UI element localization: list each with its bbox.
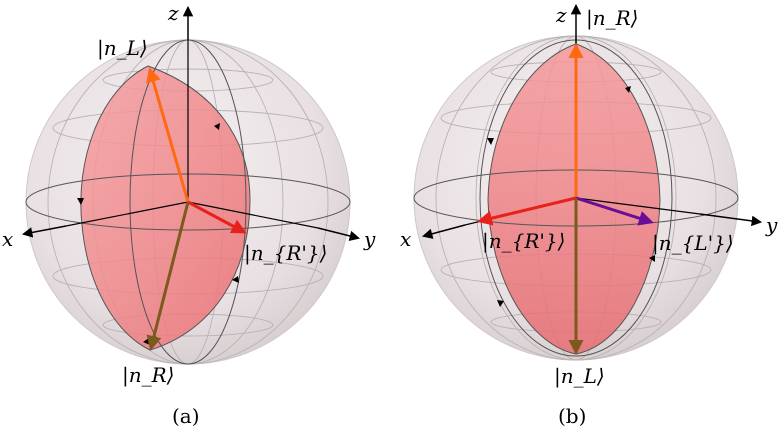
- label-x-a: x: [2, 227, 13, 251]
- panel-a: z x y |n_L⟩ |n_{R'}⟩ |n_R⟩ (a): [2, 1, 376, 428]
- label-z-a: z: [167, 1, 179, 25]
- ket-text: |n_{R'}⟩: [482, 229, 565, 254]
- panel-b: z x y |n_R⟩ |n_{R'}⟩ |n_{L'}⟩ |n_L⟩ (b): [400, 3, 778, 428]
- label-nR-a: |n_R⟩: [122, 363, 174, 388]
- label-nRp-a: |n_{R'}⟩: [244, 241, 327, 266]
- label-nR-b: |n_R⟩: [586, 6, 638, 31]
- label-nL-a: |n_L⟩: [97, 36, 148, 61]
- label-x-b: x: [400, 227, 411, 251]
- caption-b: (b): [558, 404, 586, 428]
- vector-nRp-b: [477, 196, 577, 226]
- ket-text: |n_R⟩: [586, 6, 638, 31]
- ket-text: |n_R⟩: [122, 363, 174, 388]
- x-axis-line-a: [65, 201, 189, 227]
- y-axis-line-a: [187, 201, 319, 229]
- label-y-a: y: [363, 227, 376, 251]
- vector-nLp-b: [575, 196, 654, 226]
- y-axis-line-b: [575, 197, 701, 215]
- ket-text: |n_L⟩: [97, 36, 148, 61]
- direction-ticks-b: [487, 86, 655, 307]
- ket-text: |n_{R'}⟩: [244, 241, 327, 266]
- ket-text: |n_L⟩: [554, 364, 605, 389]
- y-axis-arrow-b: [699, 213, 763, 227]
- label-y-b: y: [765, 213, 778, 237]
- x-axis-arrow-a: [21, 225, 67, 238]
- ket-text: |n_{L'}⟩: [652, 231, 734, 256]
- y-axis-arrow-a: [317, 227, 361, 242]
- label-nLp-b: |n_{L'}⟩: [652, 231, 734, 256]
- label-nRp-b: |n_{R'}⟩: [482, 229, 565, 254]
- caption-a: (a): [172, 404, 200, 428]
- label-z-b: z: [555, 3, 567, 27]
- vector-nRp-a: [187, 200, 247, 234]
- vector-nL-a: [146, 67, 190, 203]
- x-axis-arrow-b: [421, 224, 466, 239]
- vector-nR-a: [146, 201, 190, 351]
- label-nL-b: |n_L⟩: [554, 364, 605, 389]
